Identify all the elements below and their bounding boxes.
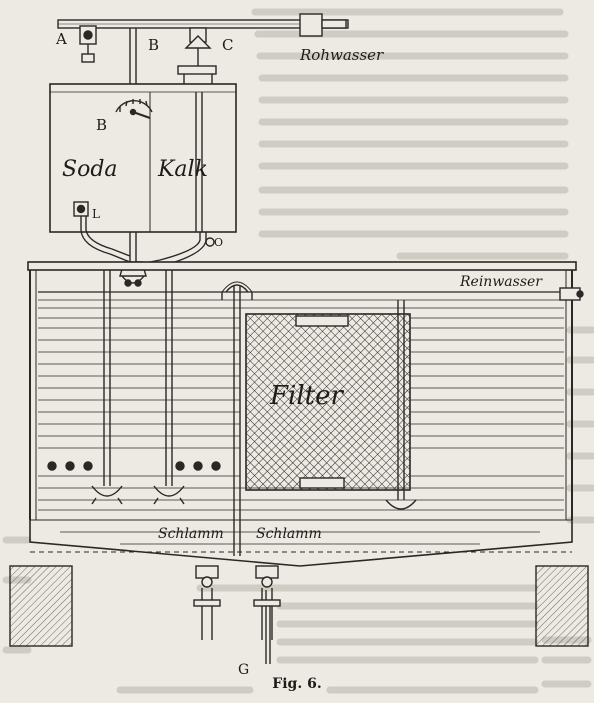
main-vessel [27,261,577,567]
label-g: G [238,662,249,678]
clean-water-riser [385,287,584,510]
label-b-top: B [148,36,159,54]
tap-l [73,201,131,263]
valve-c [177,27,217,90]
figure-caption: Fig. 6. [272,676,322,692]
label-b-mid: B [96,116,107,134]
label-c: C [222,36,233,54]
label-a: A [55,30,67,48]
label-sludge-left: Schlamm [158,526,224,542]
valve-a [79,25,97,63]
support-right [535,565,589,647]
label-lime: Kalk [157,157,208,182]
partition-siphon [221,281,253,556]
overflow-tube [195,92,203,232]
label-sludge-right: Schlamm [256,526,322,542]
filter-box [245,313,411,491]
label-raw-water: Rohwasser [299,46,384,64]
dosing-dial-b [115,99,153,119]
support-left [9,565,73,647]
label-soda: Soda [62,157,118,182]
bolt-row [47,461,221,471]
label-o: O [214,236,223,249]
drain-pipes-g [193,565,281,664]
water-lines [38,291,564,545]
label-clean-water: Reinwasser [459,274,543,290]
label-l: L [92,207,100,221]
label-filter: Filter [269,381,345,411]
descending-tubes [91,270,185,505]
